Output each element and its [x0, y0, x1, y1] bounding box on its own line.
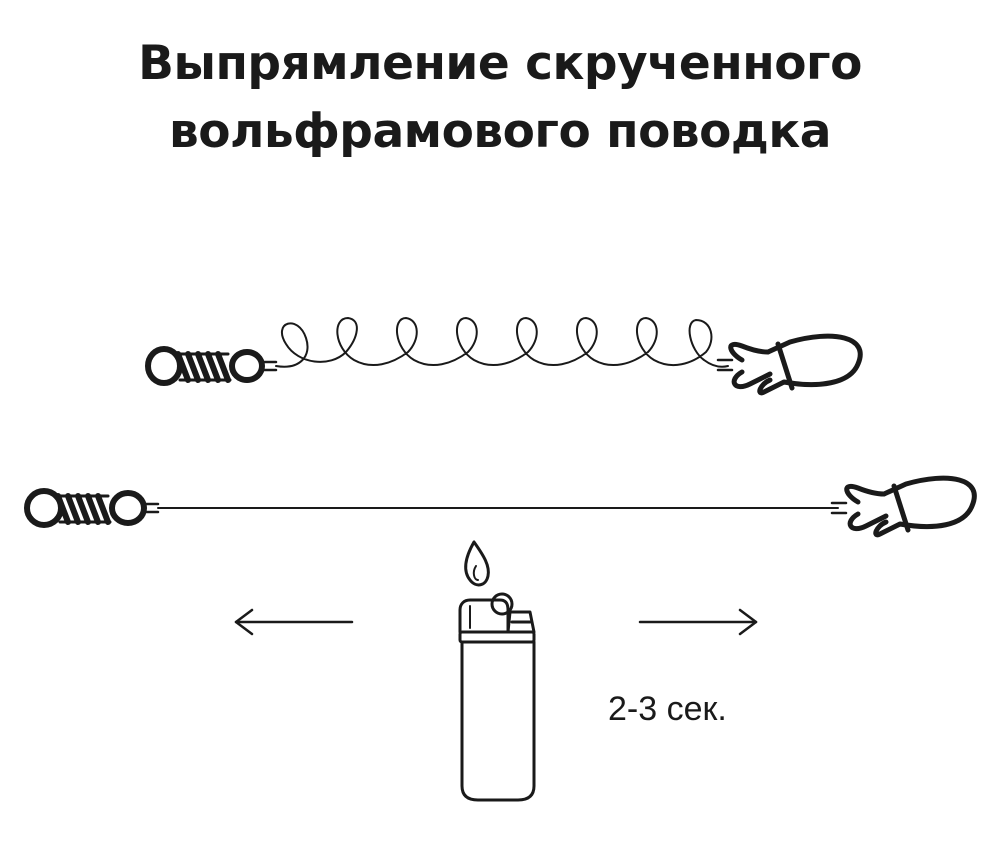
snap-clip-icon — [844, 475, 977, 538]
lighter-icon — [458, 540, 536, 802]
snap-clip-icon — [728, 333, 863, 396]
diagram-title: Выпрямление скрученного вольфрамового по… — [0, 30, 1000, 166]
curly-wire — [275, 317, 729, 368]
title-line-2: вольфрамового поводка — [169, 104, 831, 159]
duration-label: 2-3 сек. — [608, 690, 727, 728]
twisted-leader — [145, 317, 863, 396]
swivel-icon — [145, 346, 265, 386]
arrow-left-icon — [234, 608, 354, 636]
title-line-1: Выпрямление скрученного — [138, 36, 862, 91]
straight-leader — [24, 475, 977, 538]
swivel-icon — [24, 488, 147, 528]
flame-icon — [464, 540, 490, 587]
arrow-right-icon — [638, 608, 758, 636]
